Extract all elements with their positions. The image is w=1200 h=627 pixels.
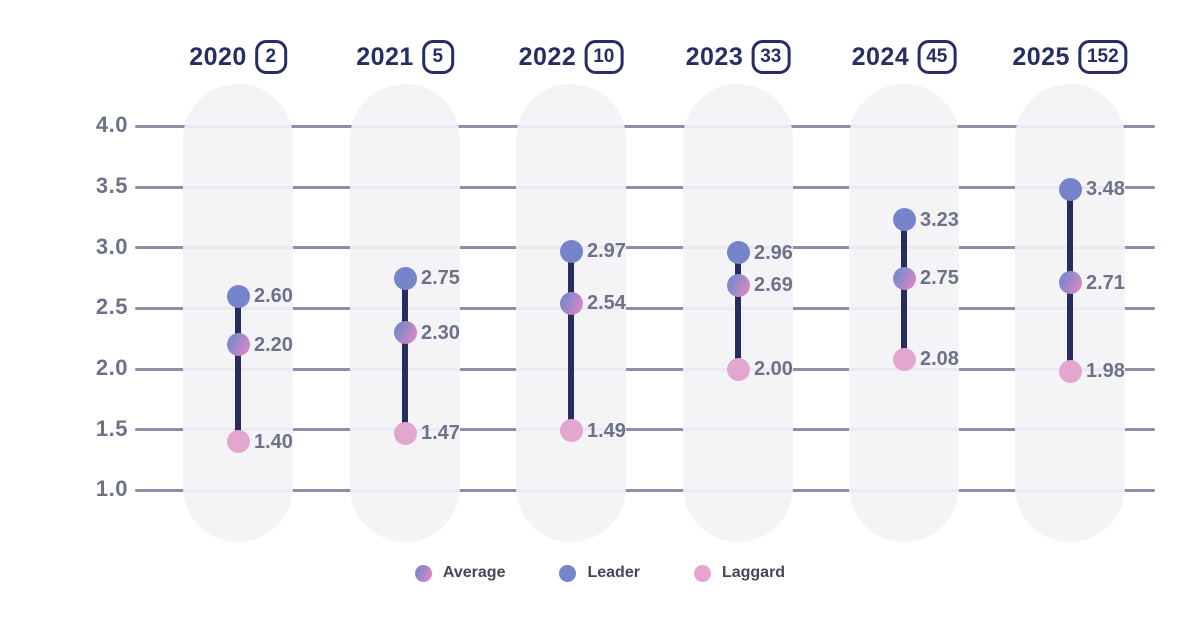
average-dot bbox=[559, 291, 583, 315]
year-label: 2020 bbox=[189, 42, 247, 71]
laggard-dot bbox=[393, 421, 417, 445]
laggard-value-label: 1.98 bbox=[1086, 360, 1125, 383]
average-dot bbox=[892, 266, 916, 290]
laggard-value-label: 2.00 bbox=[754, 358, 793, 380]
average-value-label: 2.75 bbox=[920, 267, 959, 290]
gridline bbox=[135, 124, 1155, 128]
leader-dot bbox=[393, 266, 417, 290]
gridline bbox=[135, 428, 1155, 432]
leader-value-label: 2.60 bbox=[254, 285, 293, 308]
year-count-badge: 10 bbox=[584, 40, 624, 74]
legend-item: Laggard bbox=[693, 564, 786, 582]
y-tick-label: 4.0 bbox=[95, 112, 128, 138]
leader-value-label: 2.97 bbox=[587, 240, 626, 263]
year-count-badge: 33 bbox=[751, 40, 791, 74]
year-label: 2021 bbox=[356, 42, 414, 71]
legend-leader-dot bbox=[559, 564, 577, 582]
year-count-badge: 152 bbox=[1077, 40, 1128, 74]
y-tick-label: 1.0 bbox=[95, 476, 128, 502]
y-tick-label: 3.0 bbox=[95, 233, 128, 259]
year-label: 2022 bbox=[518, 42, 577, 71]
y-tick-label: 2.5 bbox=[95, 294, 128, 320]
dumbbell-line bbox=[235, 296, 241, 442]
y-tick-label: 1.5 bbox=[95, 415, 128, 441]
dumbbell-line bbox=[402, 278, 408, 434]
dumbbell-line bbox=[568, 251, 574, 431]
gridline bbox=[135, 367, 1155, 371]
leader-dot bbox=[559, 239, 583, 263]
laggard-value-label: 1.40 bbox=[254, 430, 293, 453]
average-value-label: 2.20 bbox=[254, 333, 293, 356]
average-dot bbox=[226, 333, 250, 357]
year-label: 2023 bbox=[685, 42, 744, 71]
leader-dot bbox=[226, 284, 250, 308]
average-value-label: 2.54 bbox=[587, 292, 626, 315]
laggard-dot bbox=[726, 357, 750, 381]
gridline bbox=[135, 488, 1155, 492]
leader-value-label: 3.23 bbox=[920, 208, 959, 231]
average-dot bbox=[393, 321, 417, 345]
laggard-dot bbox=[892, 347, 916, 371]
legend-item: Average bbox=[414, 564, 506, 582]
year-count-badge: 2 bbox=[254, 40, 287, 74]
y-tick-label: 3.5 bbox=[95, 173, 128, 199]
year-count-badge: 5 bbox=[421, 40, 454, 74]
leader-dot bbox=[892, 208, 916, 232]
legend-item: Leader bbox=[559, 564, 640, 582]
legend-label: Average bbox=[442, 564, 506, 581]
legend-average-dot bbox=[414, 564, 432, 582]
legend-label: Laggard bbox=[721, 564, 786, 581]
gridline bbox=[135, 246, 1155, 250]
laggard-dot bbox=[559, 419, 583, 443]
average-value-label: 2.30 bbox=[421, 321, 460, 344]
average-dot bbox=[726, 273, 750, 297]
legend-laggard-dot bbox=[693, 564, 711, 582]
laggard-dot bbox=[226, 430, 250, 454]
chart-legend: Average Leader Laggard bbox=[0, 564, 1200, 582]
gridline bbox=[135, 306, 1155, 310]
dumbbell-line bbox=[735, 252, 741, 369]
leader-dot bbox=[726, 241, 750, 265]
year-label: 2025 bbox=[1012, 42, 1070, 71]
leader-value-label: 2.96 bbox=[754, 241, 793, 264]
year-count-badge: 45 bbox=[917, 40, 957, 74]
leader-value-label: 3.48 bbox=[1086, 178, 1125, 201]
average-dot bbox=[1058, 271, 1082, 295]
year-label: 2024 bbox=[851, 42, 910, 71]
laggard-value-label: 1.47 bbox=[421, 422, 460, 445]
legend-label: Leader bbox=[587, 564, 640, 581]
y-tick-label: 2.0 bbox=[95, 355, 128, 380]
leader-value-label: 2.75 bbox=[421, 267, 460, 290]
average-value-label: 2.69 bbox=[754, 274, 793, 297]
laggard-dot bbox=[1058, 359, 1082, 383]
gridline bbox=[135, 185, 1155, 189]
leader-dot bbox=[1058, 177, 1082, 201]
average-value-label: 2.71 bbox=[1086, 271, 1125, 294]
laggard-value-label: 2.08 bbox=[920, 348, 959, 371]
laggard-value-label: 1.49 bbox=[587, 419, 626, 442]
dumbbell-line bbox=[901, 219, 907, 360]
